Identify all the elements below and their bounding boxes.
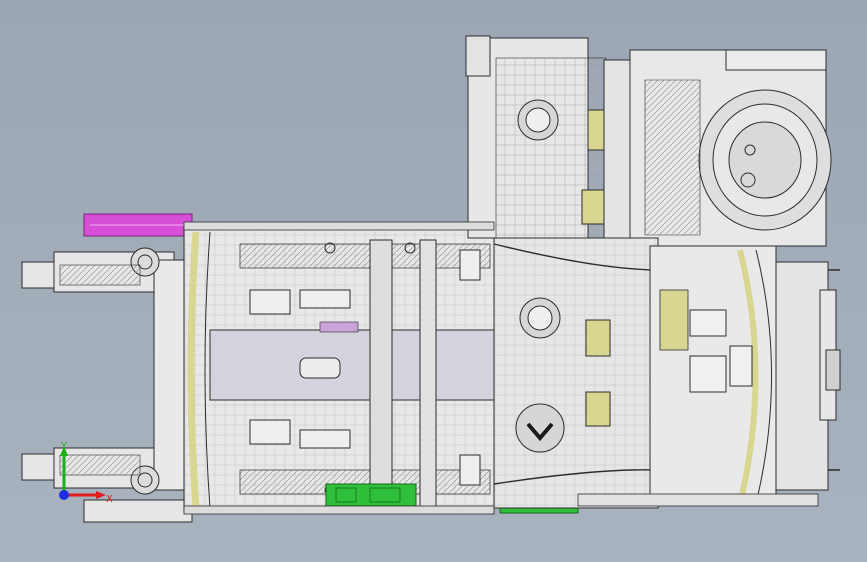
front-frame-rails [21,247,193,523]
rear-floor-lower [493,237,840,509]
highlighted-part-magenta[interactable] [83,213,193,237]
front-floor-pan [183,225,495,513]
y-axis-label: Y [60,441,68,452]
side-sills [183,221,819,515]
coordinate-triad-icon: Y X [59,441,113,505]
rear-panel [649,245,841,497]
x-axis-label: X [106,494,113,505]
coordinate-triad: Y X [50,440,120,510]
spare-wheel-tub [629,49,832,247]
